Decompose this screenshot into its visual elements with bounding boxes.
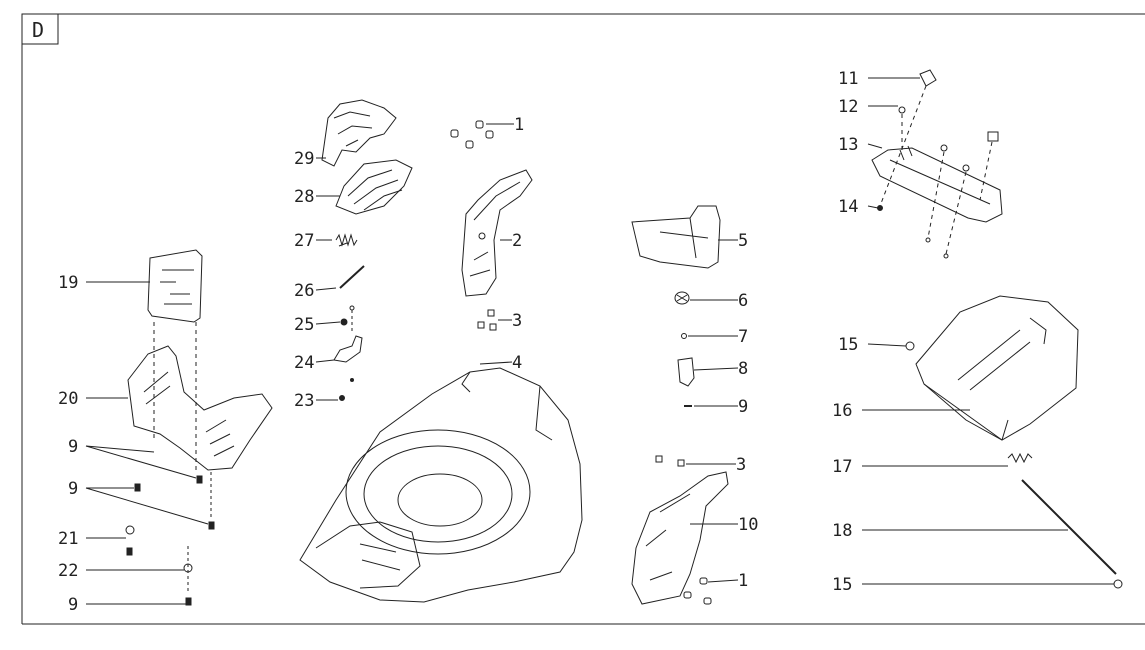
part-28-ribs — [347, 169, 403, 211]
part-13-rear-bar — [871, 147, 1003, 223]
part-2-hole — [478, 232, 486, 240]
part-5-rear-insert — [631, 205, 721, 269]
callout-5: 5 — [738, 231, 748, 251]
part-1-bolts-upper — [450, 120, 494, 149]
part-6-cross — [676, 294, 688, 302]
part-15-clip-upper — [905, 341, 915, 351]
part-19-slots — [160, 269, 194, 305]
part-14-nut-c — [943, 253, 949, 259]
callout-1-upper: 1 — [514, 115, 524, 135]
part-10-detail — [645, 493, 691, 581]
callout-22: 22 — [58, 561, 78, 581]
part-7-washer — [681, 333, 687, 339]
part-20-ribs — [143, 371, 235, 457]
callout-17: 17 — [832, 457, 852, 477]
callout-3-upper: 3 — [512, 311, 522, 331]
part-14-nut — [877, 205, 883, 211]
callout-15-upper: 15 — [838, 335, 858, 355]
callout-18: 18 — [832, 521, 852, 541]
callout-2: 2 — [512, 231, 522, 251]
callout-16: 16 — [832, 401, 852, 421]
part-28-rear-flap-lower — [335, 159, 413, 215]
part-5-detail — [659, 217, 709, 259]
part-4-top-edge — [461, 371, 553, 441]
part-21-knob — [125, 525, 135, 535]
callout-13: 13 — [838, 135, 858, 155]
callout-9-a: 9 — [68, 437, 78, 457]
part-26-hinge-rod — [339, 265, 365, 289]
callout-8: 8 — [738, 359, 748, 379]
section-label-box — [21, 13, 59, 45]
part-18-rod — [1021, 479, 1117, 575]
part-2-detail — [469, 181, 521, 277]
callout-labels: D 1 2 3 4 5 6 7 8 9 3 10 1 11 12 13 14 1… — [32, 18, 858, 615]
part-6-cap — [674, 291, 690, 305]
callout-19: 19 — [58, 273, 78, 293]
part-4-front-detail — [315, 521, 421, 589]
section-label: D — [32, 18, 44, 42]
callout-9-middle: 9 — [738, 397, 748, 417]
callout-9-c: 9 — [68, 595, 78, 615]
part-21-screw — [126, 547, 133, 556]
callout-23: 23 — [294, 391, 314, 411]
callout-24: 24 — [294, 353, 314, 373]
part-23-nut — [339, 395, 345, 401]
part-8-height-adjuster — [677, 357, 695, 387]
part-29-ribs — [333, 111, 373, 147]
part-13-end-cap — [987, 131, 999, 142]
callout-26: 26 — [294, 281, 314, 301]
part-9-screws — [134, 475, 215, 606]
part-3-nuts-lower — [655, 455, 685, 467]
callout-29: 29 — [294, 149, 314, 169]
part-1-bolts-lower — [683, 577, 712, 605]
callout-20: 20 — [58, 389, 78, 409]
parts-11-14-guides — [879, 85, 993, 255]
callout-7: 7 — [738, 327, 748, 347]
part-11-cap — [919, 69, 937, 87]
part-10-wheel-bracket-front — [631, 471, 729, 605]
part-13-screw-a — [940, 144, 948, 152]
part-17-spring — [1007, 452, 1033, 464]
part-13-detail — [889, 145, 991, 205]
callout-21: 21 — [58, 529, 78, 549]
part-4-deck-ring-inner — [363, 445, 513, 543]
part-25-washer — [349, 305, 355, 311]
part-19-grille-cover — [147, 249, 203, 323]
callout-9-b: 9 — [68, 479, 78, 499]
part-3-nuts-upper — [477, 309, 497, 331]
part-4-deck-ring-outer — [345, 429, 531, 555]
callout-12: 12 — [838, 97, 858, 117]
part-13-screw-b — [962, 164, 970, 172]
callout-28: 28 — [294, 187, 314, 207]
callout-6: 6 — [738, 291, 748, 311]
callout-3-lower: 3 — [736, 455, 746, 475]
callout-25: 25 — [294, 315, 314, 335]
callout-27: 27 — [294, 231, 314, 251]
part-23-pin — [350, 378, 354, 382]
callout-10: 10 — [738, 515, 758, 535]
callout-14: 14 — [838, 197, 858, 217]
part-16-detail — [923, 317, 1047, 441]
part-12-screw — [898, 106, 906, 114]
part-29-rear-flap-upper — [321, 99, 397, 167]
callout-1-lower: 1 — [738, 571, 748, 591]
part-16-grass-bag-top — [915, 295, 1079, 441]
part-20-front-bracket — [127, 345, 273, 471]
part-14-nut-b — [925, 237, 931, 243]
callout-4: 4 — [512, 353, 522, 373]
leader-lines — [85, 77, 1114, 605]
part-15-clip-lower — [1113, 579, 1123, 589]
part-2-wheel-bracket — [461, 169, 533, 297]
part-25-screw — [340, 318, 348, 326]
part-24-bracket — [333, 335, 363, 363]
part-4-blade-hole — [397, 473, 483, 527]
callout-15-lower: 15 — [832, 575, 852, 595]
part-27-torsion-spring — [335, 233, 358, 247]
part-4-mower-deck — [299, 367, 583, 603]
callout-11: 11 — [838, 69, 858, 89]
